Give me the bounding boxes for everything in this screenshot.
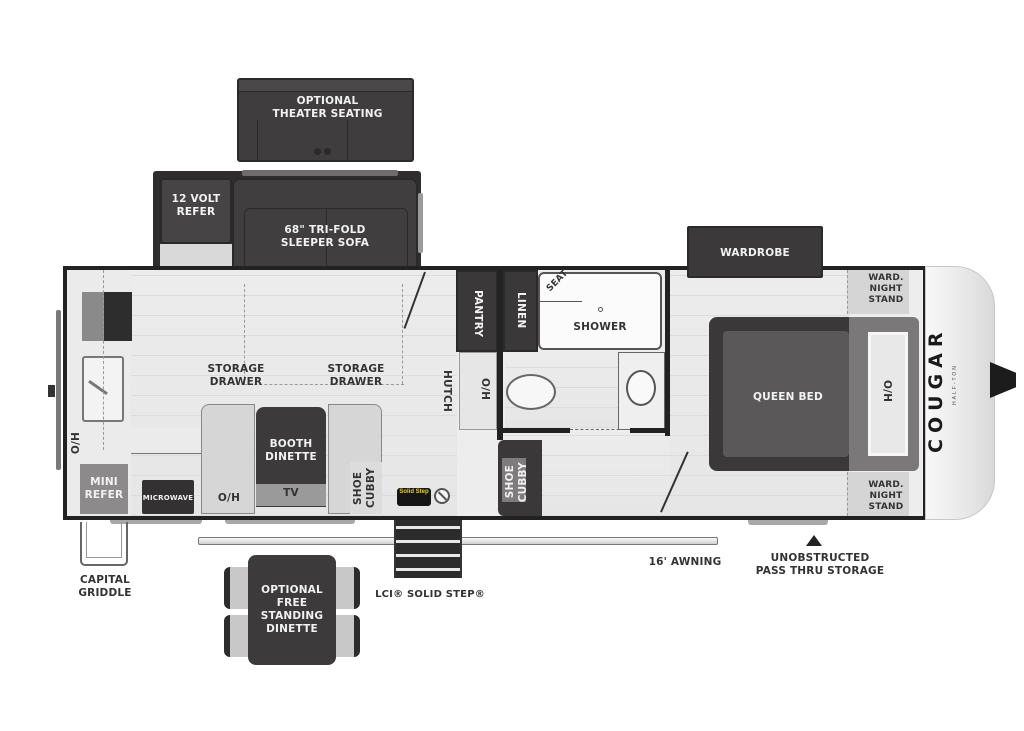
cougar-logo: COUGAR xyxy=(925,326,947,454)
awning-label: 16' AWNING xyxy=(648,556,722,568)
hutch-overhead-label: O/H xyxy=(479,378,491,401)
cooktop xyxy=(82,292,132,341)
hitch-pin xyxy=(990,362,1016,398)
microwave xyxy=(142,480,194,514)
twelve-volt-refer xyxy=(160,178,232,244)
solid-step-badge: Solid Step xyxy=(397,488,431,506)
mini-refer xyxy=(80,464,128,514)
linen-label: LINEN xyxy=(515,292,527,329)
hutch-overhead xyxy=(459,352,497,430)
bed-overhead xyxy=(868,332,908,456)
capital-griddle xyxy=(80,522,128,566)
mini-refer-label: MINI REFER xyxy=(84,476,124,501)
pantry-label: PANTRY xyxy=(472,290,484,338)
night-stand-bottom-label: WARD. NIGHT STAND xyxy=(868,480,904,512)
storage-drawer-left-label: STORAGE DRAWER xyxy=(207,363,265,388)
pass-thru-arrow-icon xyxy=(806,535,822,546)
no-smoking-icon xyxy=(434,488,450,504)
microwave-label: MICROWAVE xyxy=(142,494,194,502)
pass-thru-storage-label: UNOBSTRUCTED PASS THRU STORAGE xyxy=(755,552,885,577)
queen-bed-label: QUEEN BED xyxy=(753,391,823,403)
shoe-cubby-hall xyxy=(498,440,542,516)
dinette-overhead-label: O/H xyxy=(217,492,241,504)
front-cap xyxy=(925,266,995,520)
bed-overhead-label: O/H xyxy=(881,380,893,403)
shoe-cubby-hall-label: SHOE CUBBY xyxy=(504,462,529,503)
solid-step xyxy=(394,520,462,578)
twelve-volt-refer-label: 12 VOLT REFER xyxy=(171,193,221,218)
tv xyxy=(256,484,326,506)
theater-seating-label: OPTIONAL THEATER SEATING xyxy=(272,95,383,120)
storage-drawer-right-label: STORAGE DRAWER xyxy=(327,363,385,388)
booth-dinette-label: BOOTH DINETTE xyxy=(265,438,317,463)
wardrobe-label: WARDROBE xyxy=(720,247,790,259)
sleeper-sofa-label: 68" TRI-FOLD SLEEPER SOFA xyxy=(280,224,370,249)
dinette-bench-left xyxy=(201,404,255,514)
hutch-label: HUTCH xyxy=(441,370,453,412)
capital-griddle-label: CAPITAL GRIDDLE xyxy=(78,574,132,599)
toilet xyxy=(506,374,556,410)
night-stand-bottom xyxy=(847,472,909,516)
shower-label: SHOWER xyxy=(573,321,627,333)
night-stand-top-label: WARD. NIGHT STAND xyxy=(868,273,904,305)
night-stand-top xyxy=(847,270,909,314)
shoe-cubby-living-label: SHOE CUBBY xyxy=(352,467,377,509)
solid-step-label: LCI® SOLID STEP® xyxy=(375,589,485,600)
optional-theater-seating xyxy=(237,78,414,162)
tv-label: TV xyxy=(283,487,299,499)
bathroom-sink xyxy=(626,370,656,406)
linen-closet xyxy=(503,270,538,352)
wardrobe xyxy=(687,226,823,278)
cougar-sub-logo: HALF-TON xyxy=(952,364,958,406)
kitchen-overhead-label: O/H xyxy=(70,432,82,455)
free-standing-dinette xyxy=(220,555,364,665)
free-standing-dinette-label: OPTIONAL FREE STANDING DINETTE xyxy=(260,584,324,635)
